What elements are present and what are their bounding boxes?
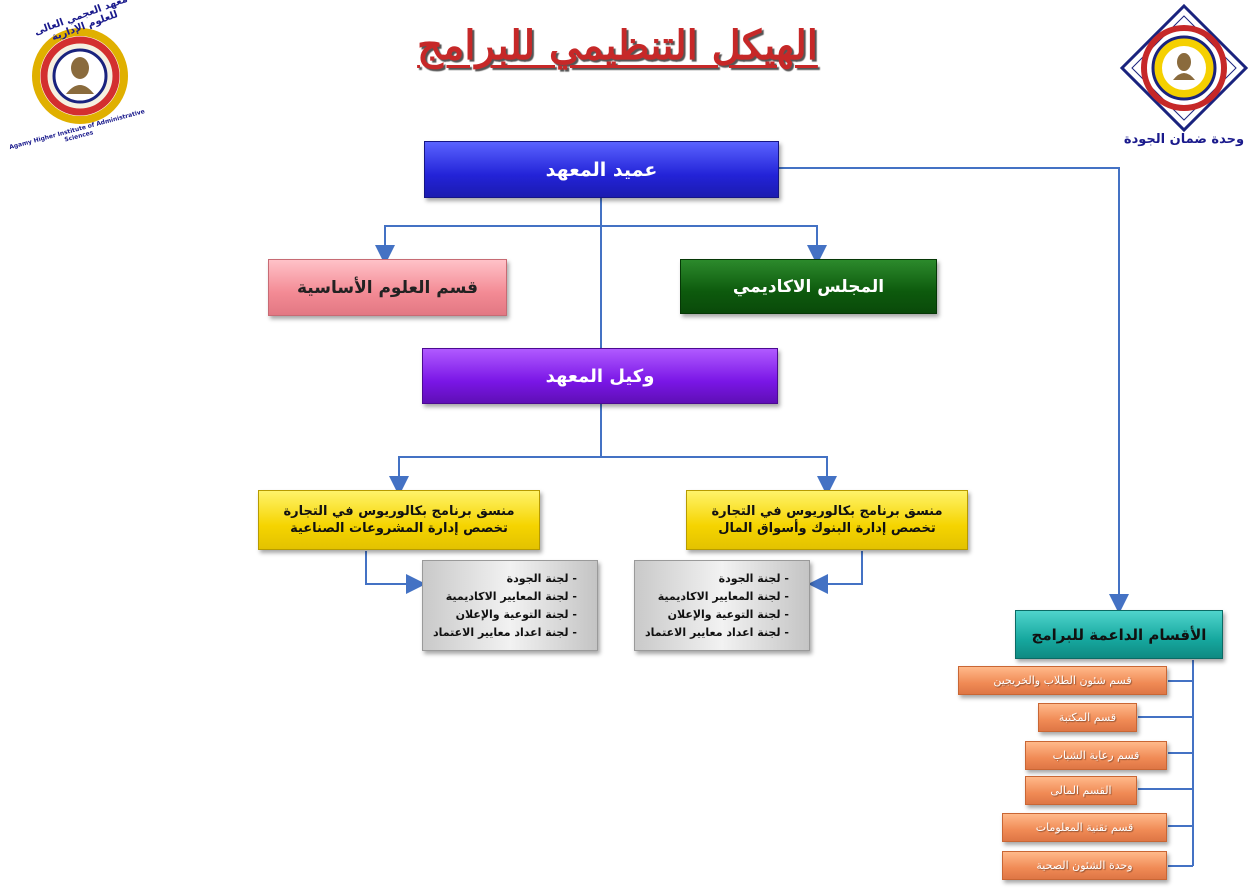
list-item: - لجنة الجودة	[718, 571, 789, 585]
dean-box: عميد المعهد	[424, 141, 779, 198]
coordinator-banking-line2: تخصص إدارة البنوك وأسواق المال	[718, 521, 936, 536]
list-item: - لجنة اعداد معايير الاعتماد	[645, 625, 789, 639]
committees-list-banking: - لجنة الجودة - لجنة المعايير الاكاديمية…	[634, 560, 810, 651]
branch-basic	[375, 225, 601, 265]
dept-youth-care: قسم رعاية الشباب	[1025, 741, 1167, 770]
list-item: - لجنة المعايير الاكاديمية	[445, 589, 577, 603]
basic-sciences-box: قسم العلوم الأساسية	[268, 259, 507, 316]
coordinator-industrial-line1: منسق برنامج بكالوريوس في التجارة	[283, 504, 515, 519]
list-item: - لجنة اعداد معايير الاعتماد	[433, 625, 577, 639]
dept-library: قسم المكتبة	[1038, 703, 1137, 732]
coordinator-banking-box: منسق برنامج بكالوريوس في التجارة تخصص إد…	[686, 490, 968, 550]
committees-list-industrial: - لجنة الجودة - لجنة المعايير الاكاديمية…	[422, 560, 598, 651]
branch-support	[779, 167, 1129, 614]
page-title: الهيكل التنظيمي للبرامج	[417, 22, 818, 69]
coordinator-industrial-box: منسق برنامج بكالوريوس في التجارة تخصص إد…	[258, 490, 540, 550]
branch-list-left	[365, 551, 426, 594]
quality-unit-caption: وحدة ضمان الجودة	[1123, 132, 1245, 147]
coordinator-banking-line1: منسق برنامج بكالوريوس في التجارة	[711, 504, 943, 519]
institute-seal-icon	[32, 28, 128, 124]
dept-student-affairs: قسم شئون الطلاب والخريجين	[958, 666, 1167, 695]
dept-health-affairs: وحدة الشئون الصحية	[1002, 851, 1167, 880]
quality-unit-logo: وحدة ضمان الجودة	[1118, 3, 1250, 152]
academic-council-box: المجلس الاكاديمي	[680, 259, 937, 314]
list-item: - لجنة التوعية والإعلان	[667, 607, 789, 621]
dept-information-technology: قسم تقنية المعلومات	[1002, 813, 1167, 842]
institute-logo: معهد العجمي العالى للعلوم الإدارية Agamy…	[8, 0, 148, 151]
dept-finance: القسم المالى	[1025, 776, 1137, 805]
quality-seal-icon	[1119, 3, 1249, 133]
branch-coord-left	[389, 456, 601, 496]
branch-coord-right	[601, 456, 837, 496]
vice-dean-box: وكيل المعهد	[422, 348, 778, 404]
branch-list-right	[808, 551, 863, 594]
list-item: - لجنة التوعية والإعلان	[455, 607, 577, 621]
support-units-box: الأقسام الداعمة للبرامج	[1015, 610, 1223, 659]
list-item: - لجنة الجودة	[506, 571, 577, 585]
coordinator-industrial-line2: تخصص إدارة المشروعات الصناعية	[290, 521, 508, 536]
branch-council	[601, 225, 827, 265]
list-item: - لجنة المعايير الاكاديمية	[657, 589, 789, 603]
